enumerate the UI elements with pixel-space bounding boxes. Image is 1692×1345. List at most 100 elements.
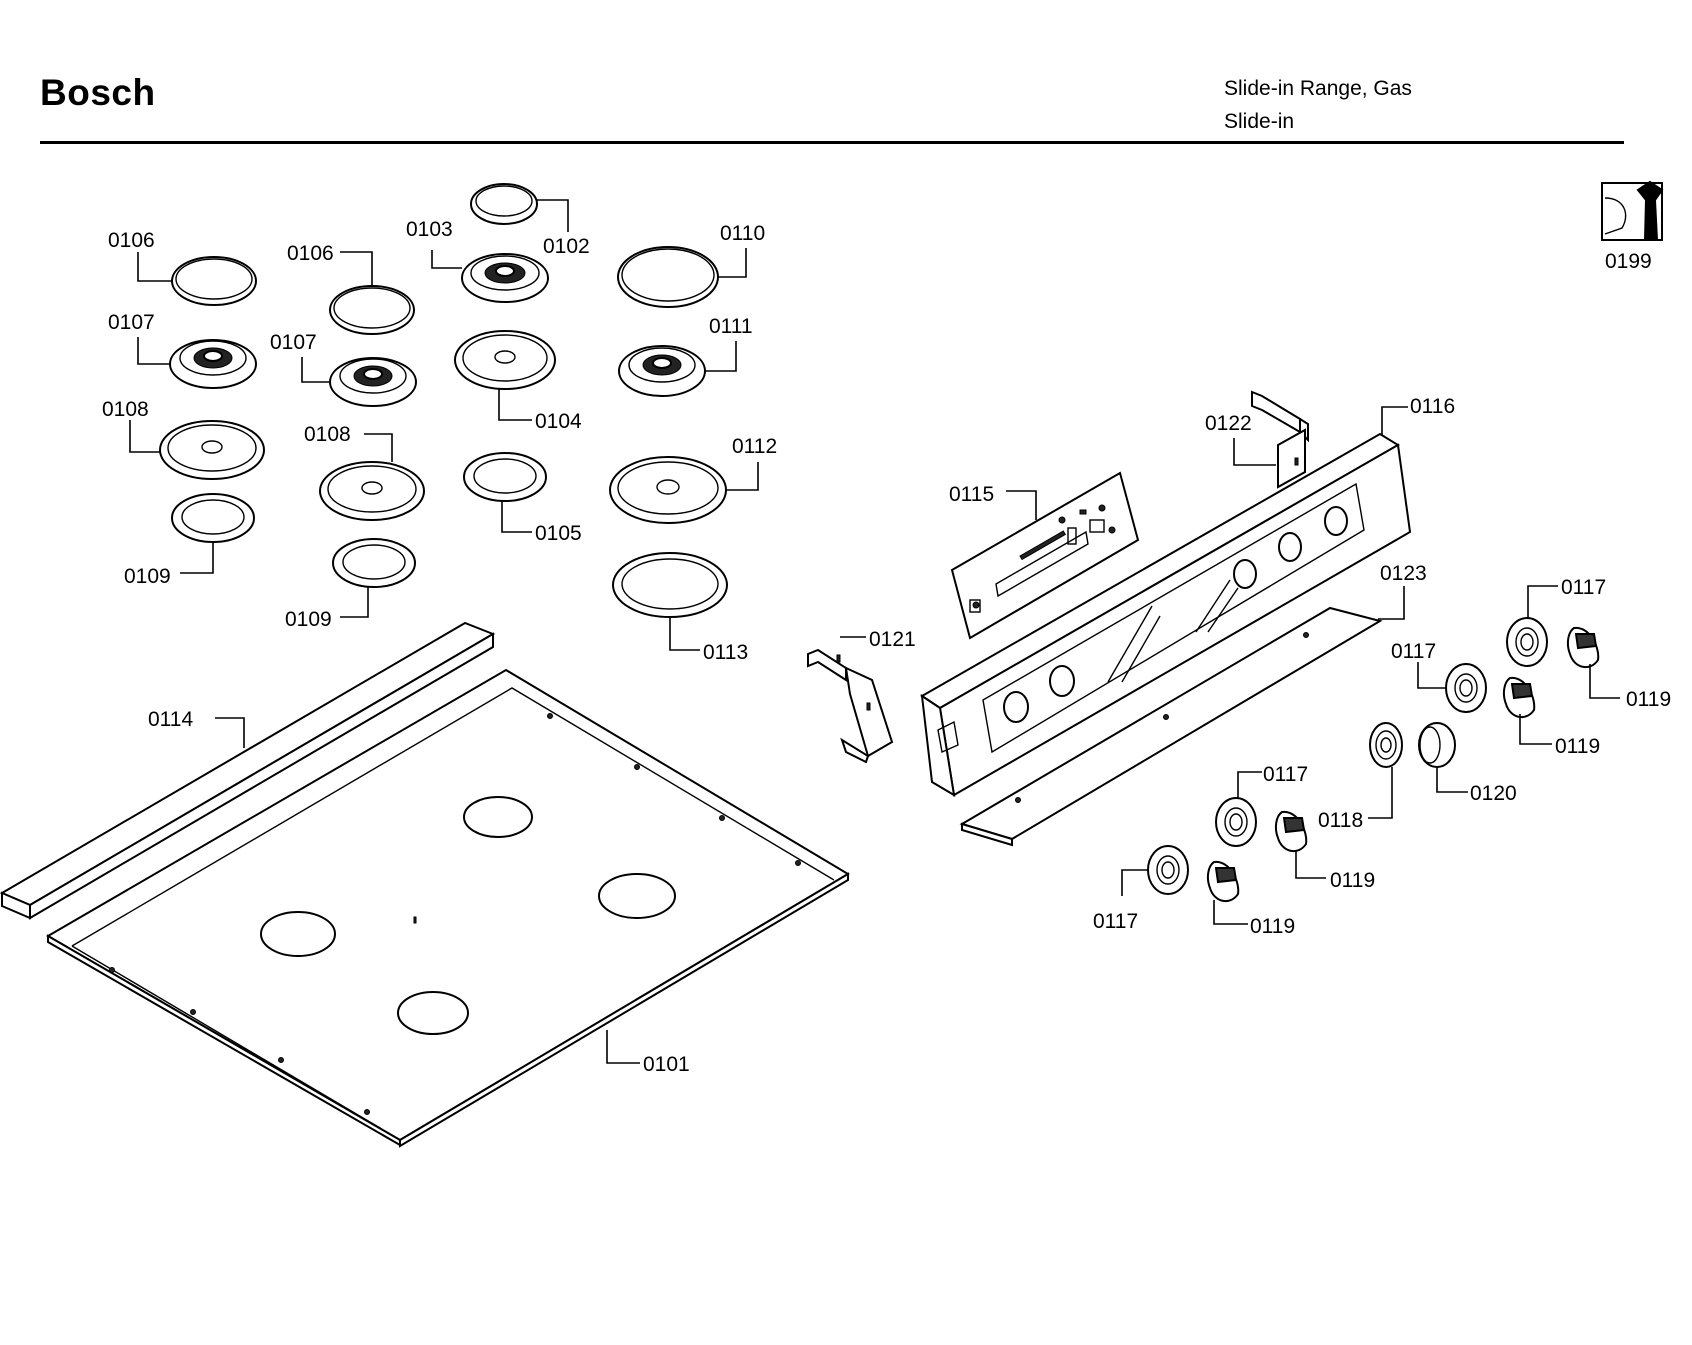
label-0121: 0121 xyxy=(869,628,916,651)
part-0123-lower-trim xyxy=(959,606,1383,847)
part-0121-bracket xyxy=(807,648,894,764)
label-0122: 0122 xyxy=(1205,412,1252,435)
leader-0123 xyxy=(1378,586,1405,620)
leader-0114 xyxy=(215,717,245,748)
leader-0117-c xyxy=(1237,771,1262,798)
leader-0119-b xyxy=(1519,714,1552,745)
part-0101-cooktop-panel xyxy=(46,668,850,1148)
leader-0119-c xyxy=(1295,850,1326,879)
part-0109-gasket-ring-middle xyxy=(332,538,416,588)
label-0108-left: 0108 xyxy=(102,398,149,421)
label-0107-middle: 0107 xyxy=(270,331,317,354)
leader-0101 xyxy=(606,1030,640,1064)
leader-0112 xyxy=(726,462,759,491)
leader-0118 xyxy=(1368,767,1393,819)
label-0119-b: 0119 xyxy=(1555,735,1600,758)
label-0117-a: 0117 xyxy=(1561,576,1606,599)
leader-0103 xyxy=(431,250,462,269)
part-0117-knob-bezel-a xyxy=(1506,617,1548,667)
leader-0109-left xyxy=(180,542,214,574)
leader-0119-d xyxy=(1213,900,1248,925)
part-0103-burner-base xyxy=(461,253,549,303)
label-0109-middle: 0109 xyxy=(285,608,332,631)
label-0108-middle: 0108 xyxy=(304,423,351,446)
leader-0108-left xyxy=(129,420,160,453)
label-0119-c: 0119 xyxy=(1330,869,1375,892)
leader-0102 xyxy=(537,199,569,232)
part-0107-burner-base-left xyxy=(169,339,257,389)
leader-0104 xyxy=(498,389,532,421)
part-0119-control-knob-d xyxy=(1206,860,1240,903)
label-0103: 0103 xyxy=(406,218,453,241)
leader-0109-middle xyxy=(340,587,369,618)
leader-0117-d xyxy=(1121,869,1148,896)
leader-0113 xyxy=(669,617,700,651)
label-0116: 0116 xyxy=(1410,395,1455,418)
part-0105-gasket-ring xyxy=(463,452,547,502)
part-0118-knob-bezel xyxy=(1369,722,1403,768)
product-line-2: Slide-in xyxy=(1224,110,1295,133)
label-0102: 0102 xyxy=(543,235,590,258)
label-0105: 0105 xyxy=(535,522,582,545)
leader-0116 xyxy=(1381,406,1408,436)
part-0119-control-knob-b xyxy=(1502,676,1536,719)
leader-0106-left xyxy=(137,252,172,282)
leader-0122 xyxy=(1233,438,1276,466)
label-0115: 0115 xyxy=(949,483,994,506)
leader-0117-b xyxy=(1417,662,1446,689)
label-0114: 0114 xyxy=(148,708,193,731)
leader-0106-middle xyxy=(340,251,373,286)
leader-0115 xyxy=(1006,490,1037,520)
part-0112-large-burner-plate xyxy=(609,456,727,524)
label-0119-a: 0119 xyxy=(1626,688,1671,711)
leader-0108-middle xyxy=(364,433,393,462)
wrench-icon xyxy=(1601,180,1664,241)
label-0119-d: 0119 xyxy=(1250,915,1295,938)
label-0118: 0118 xyxy=(1318,809,1363,832)
label-0112: 0112 xyxy=(732,435,777,458)
leader-0107-left xyxy=(137,337,170,365)
label-0104: 0104 xyxy=(535,410,582,433)
label-0120: 0120 xyxy=(1470,782,1517,805)
leader-0120 xyxy=(1436,767,1468,793)
leader-0119-a xyxy=(1589,664,1620,699)
part-0102-burner-cap xyxy=(470,183,538,225)
leader-0111 xyxy=(704,341,737,372)
part-0111-large-burner-base xyxy=(618,345,706,397)
label-0123: 0123 xyxy=(1380,562,1427,585)
leader-0107-middle xyxy=(301,357,330,383)
leader-0117-a xyxy=(1527,585,1558,618)
label-0107-left: 0107 xyxy=(108,311,155,334)
part-0117-knob-bezel-d xyxy=(1147,845,1189,895)
part-0110-large-burner-cap xyxy=(617,246,719,308)
label-0199: 0199 xyxy=(1605,250,1652,273)
part-0117-knob-bezel-b xyxy=(1445,663,1487,713)
part-0117-knob-bezel-c xyxy=(1215,797,1257,847)
label-0111: 0111 xyxy=(709,315,753,338)
part-0115-control-board xyxy=(950,471,1140,640)
part-0122-bracket xyxy=(1251,390,1309,489)
leader-0110 xyxy=(718,248,747,278)
part-0106-burner-cap-middle xyxy=(329,285,415,335)
part-0113-large-gasket-ring xyxy=(612,552,728,618)
label-0101: 0101 xyxy=(643,1053,690,1076)
label-0109-left: 0109 xyxy=(124,565,171,588)
leader-0105 xyxy=(501,501,532,533)
label-0117-c: 0117 xyxy=(1263,763,1308,786)
label-0110: 0110 xyxy=(720,222,765,245)
part-0107-burner-base-middle xyxy=(329,357,417,407)
header-divider xyxy=(40,141,1624,144)
label-0117-b: 0117 xyxy=(1391,640,1436,663)
part-0114-trim-strip xyxy=(0,621,496,920)
part-0116-control-panel xyxy=(920,432,1412,797)
part-0119-control-knob-a xyxy=(1566,626,1600,669)
label-0106-left: 0106 xyxy=(108,229,155,252)
part-0104-burner-plate xyxy=(454,330,556,390)
part-0120-knob-cap xyxy=(1418,722,1456,768)
brand-title: Bosch xyxy=(40,72,156,113)
product-description: Slide-in Range, Gas Slide-in xyxy=(1224,72,1412,138)
product-line-1: Slide-in Range, Gas xyxy=(1224,77,1412,100)
label-0113: 0113 xyxy=(703,641,748,664)
part-0108-burner-plate-middle xyxy=(319,461,425,521)
